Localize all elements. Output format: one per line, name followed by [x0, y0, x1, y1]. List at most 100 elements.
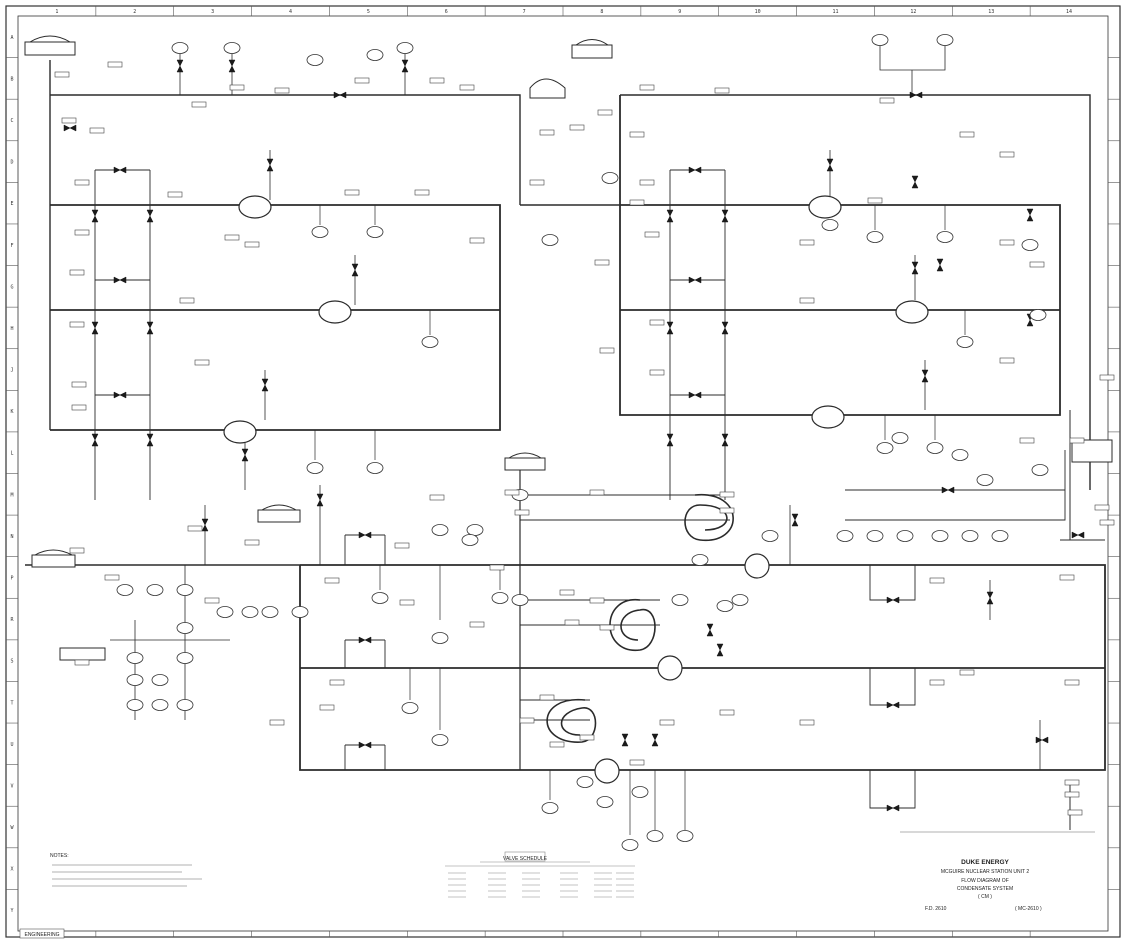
- border-number: 12: [910, 9, 916, 15]
- line-tag: [644, 231, 660, 238]
- instrument-bubble-icon: [931, 530, 949, 542]
- border-letter: A: [10, 35, 13, 41]
- border-number: 5: [367, 9, 370, 15]
- gate-valve-icon: [316, 493, 324, 507]
- line-tag: [799, 239, 815, 246]
- line-tag: [999, 239, 1015, 246]
- line-tag: [599, 347, 615, 354]
- line-tag: [959, 669, 975, 676]
- line-tag: [529, 179, 545, 186]
- border-ticks: [6, 6, 1120, 937]
- table-header: VALVE SCHEDULE: [503, 856, 548, 862]
- instrument-bubble-icon: [866, 530, 884, 542]
- drawing-border: [5, 5, 1121, 938]
- instrument-bubble-icon: [866, 231, 884, 243]
- gate-valve-icon: [261, 378, 269, 392]
- line-tag: [1067, 809, 1083, 816]
- line-tag: [429, 494, 445, 501]
- border-letter: K: [10, 409, 13, 415]
- instrument-bubble-icon: [171, 42, 189, 54]
- gate-valve-icon: [791, 513, 799, 527]
- gate-valve-icon: [721, 321, 729, 335]
- gate-valve-icon: [146, 209, 154, 223]
- stamp-text: ENGINEERING: [24, 932, 59, 938]
- line-tag: [224, 234, 240, 241]
- instrument-bubble-icon: [541, 234, 559, 246]
- gate-valve-icon: [358, 741, 372, 749]
- line-tag: [1059, 574, 1075, 581]
- line-tag: [999, 357, 1015, 364]
- gate-valve-icon: [688, 276, 702, 284]
- border-letter: S: [10, 659, 13, 665]
- line-tag: [69, 321, 85, 328]
- line-tag: [959, 131, 975, 138]
- instrument-bubble-icon: [431, 734, 449, 746]
- piping-lines: [25, 45, 1106, 835]
- gate-valve-icon: [621, 733, 629, 747]
- border-number: 13: [988, 9, 994, 15]
- instrument-bubble-icon: [1029, 309, 1047, 321]
- instrument-bubble-icon: [151, 699, 169, 711]
- border-letter: N: [10, 534, 13, 540]
- instrument-bubble-icon: [511, 594, 529, 606]
- border-letter: Y: [10, 908, 13, 914]
- line-tag: [244, 539, 260, 546]
- gate-valve-icon: [911, 175, 919, 189]
- line-tag: [649, 319, 665, 326]
- instrument-bubble-icon: [431, 524, 449, 536]
- line-tag: [629, 759, 645, 766]
- gate-valve-icon: [91, 321, 99, 335]
- instrument-bubble-icon: [976, 474, 994, 486]
- line-tag: [539, 129, 555, 136]
- border-number: 14: [1066, 9, 1072, 15]
- instrument-bubble-icon: [366, 49, 384, 61]
- gate-valve-icon: [721, 209, 729, 223]
- instrument-bubble-icon: [431, 632, 449, 644]
- line-tag: [394, 542, 410, 549]
- line-tag: [514, 509, 530, 516]
- line-tag: [999, 151, 1015, 158]
- gate-valve-icon: [146, 433, 154, 447]
- gate-valve-icon: [666, 209, 674, 223]
- line-tag: [1064, 791, 1080, 798]
- line-tag: [1099, 374, 1115, 381]
- gate-valve-icon: [1026, 208, 1034, 222]
- drawing-title-3: ( CM ): [978, 894, 992, 900]
- instrument-bubble-icon: [1021, 239, 1039, 251]
- gate-valve-icon: [921, 369, 929, 383]
- instrument-bubble-icon: [366, 462, 384, 474]
- border-number: 7: [523, 9, 526, 15]
- line-tag: [799, 297, 815, 304]
- border-number: 4: [289, 9, 292, 15]
- line-tag: [1094, 504, 1110, 511]
- gate-valve-icon: [666, 433, 674, 447]
- instrument-bubble-icon: [896, 530, 914, 542]
- instrument-bubble-icon: [691, 554, 709, 566]
- instrument-bubble-icon: [621, 839, 639, 851]
- gate-valve-icon: [986, 591, 994, 605]
- line-tag: [74, 659, 90, 666]
- line-tag: [1099, 519, 1115, 526]
- gate-valve-icon: [1035, 736, 1049, 744]
- gate-valve-icon: [358, 531, 372, 539]
- line-tag: [89, 127, 105, 134]
- line-tag: [564, 619, 580, 626]
- line-tag: [1019, 437, 1035, 444]
- line-tag: [399, 599, 415, 606]
- border-number: 8: [600, 9, 603, 15]
- line-tag: [274, 87, 290, 94]
- instrument-bubble-icon: [836, 530, 854, 542]
- border-letter: F: [10, 243, 13, 249]
- border-letter: V: [10, 783, 13, 789]
- gate-valve-icon: [721, 433, 729, 447]
- line-tag: [71, 381, 87, 388]
- line-tag: [179, 297, 195, 304]
- instrument-bubble-icon: [223, 42, 241, 54]
- gate-valve-icon: [333, 91, 347, 99]
- instrument-bubble-icon: [936, 231, 954, 243]
- gate-valve-icon: [1071, 531, 1085, 539]
- line-tag: [107, 61, 123, 68]
- line-tag: [104, 574, 120, 581]
